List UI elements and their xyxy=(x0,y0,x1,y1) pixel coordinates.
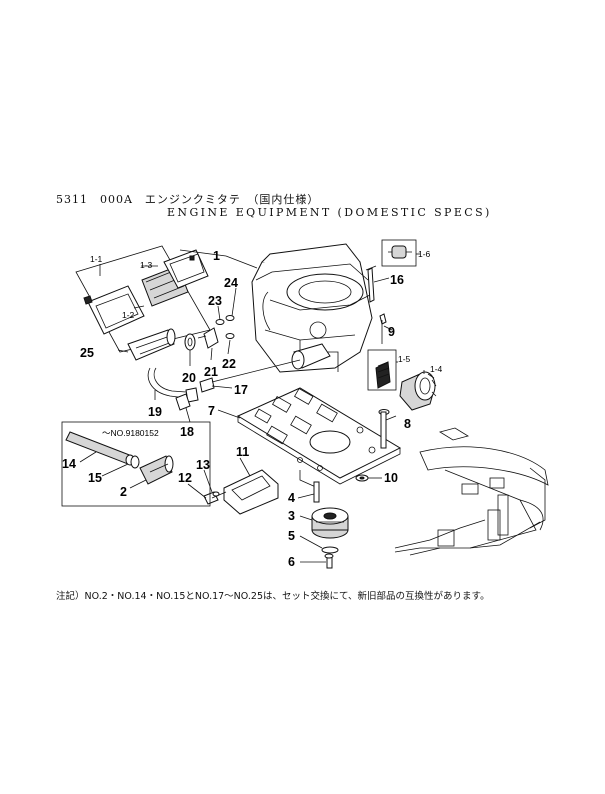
callout-4: 4 xyxy=(288,491,295,505)
callout-24: 24 xyxy=(224,276,238,290)
callout-2: 2 xyxy=(120,485,127,499)
callout-1: 1 xyxy=(213,249,220,263)
footnote: 注記）NO.2・NO.14・NO.15とNO.17～NO.25は、セット交換にて… xyxy=(56,591,490,602)
callout-labels: 1 1-1 1-2 1-3 1-4 1-5 1-6 2 3 4 5 6 7 8 … xyxy=(62,249,443,569)
diagram-english-title: ENGINE EQUIPMENT (DOMESTIC SPECS) xyxy=(167,206,492,219)
dipstick xyxy=(365,265,377,303)
bracket xyxy=(223,469,279,515)
callout-1-1: 1-1 xyxy=(90,254,103,264)
callout-18: 18 xyxy=(180,425,194,439)
washer xyxy=(321,546,339,554)
callout-10: 10 xyxy=(384,471,398,485)
bolt-8 xyxy=(378,409,390,449)
bolt-9 xyxy=(379,313,387,344)
callout-3: 3 xyxy=(288,509,295,523)
pulley xyxy=(311,507,349,539)
callout-11: 11 xyxy=(236,445,249,459)
washer-10 xyxy=(355,474,369,482)
leader-lines xyxy=(79,249,425,563)
engine-mount-plate xyxy=(236,387,402,489)
callout-16: 16 xyxy=(390,273,404,287)
hose-clamp xyxy=(184,333,196,351)
callout-1-4: 1-4 xyxy=(430,364,443,374)
callout-13: 13 xyxy=(196,458,210,472)
bracket-bolt xyxy=(203,491,227,505)
fuel-filter-box xyxy=(381,239,417,267)
engine-body xyxy=(251,243,373,373)
callout-14: 14 xyxy=(62,457,76,471)
callout-15: 15 xyxy=(88,471,102,485)
air-intake-tube xyxy=(291,343,331,370)
diagram-code-title: 5311 000A エンジンクミタテ （国内仕様） xyxy=(56,193,320,206)
callout-21: 21 xyxy=(204,365,218,379)
callout-5: 5 xyxy=(288,529,295,543)
bolt xyxy=(324,553,334,569)
callout-23: 23 xyxy=(208,294,222,308)
callout-1-6: 1-6 xyxy=(418,249,431,259)
nut-washer xyxy=(215,315,235,339)
air-cleaner-box xyxy=(75,245,211,353)
callout-20: 20 xyxy=(182,371,196,385)
callout-1-2: 1-2 xyxy=(122,310,135,320)
callout-8: 8 xyxy=(404,417,411,431)
callout-1-3: 1-3 xyxy=(140,260,153,270)
callout-9: 9 xyxy=(388,325,395,339)
serial-reference: ～NO.9180152 xyxy=(102,428,159,438)
callout-17: 17 xyxy=(234,383,248,397)
breather-hose xyxy=(127,328,176,361)
callout-1-5: 1-5 xyxy=(398,354,411,364)
inset-box xyxy=(61,421,211,507)
filter-element-box xyxy=(367,349,397,391)
elbow-fitting xyxy=(175,393,191,411)
callout-22: 22 xyxy=(222,357,236,371)
mower-frame xyxy=(394,427,549,556)
callout-19: 19 xyxy=(148,405,162,419)
oil-filter xyxy=(399,371,437,411)
breather-valve xyxy=(197,327,219,349)
callout-12: 12 xyxy=(178,471,192,485)
callout-25: 25 xyxy=(80,346,94,360)
callout-6: 6 xyxy=(288,555,295,569)
callout-7: 7 xyxy=(208,404,215,418)
hose-fitting xyxy=(199,359,301,393)
shaft-key xyxy=(313,481,320,503)
